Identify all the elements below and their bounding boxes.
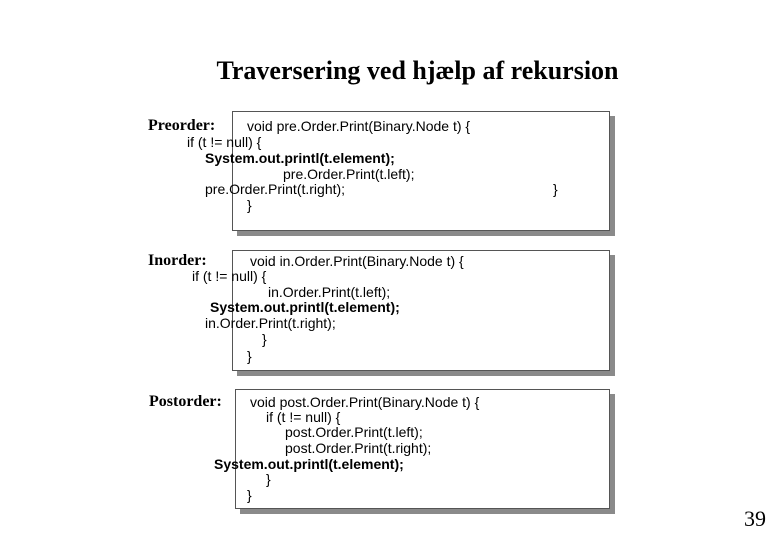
preorder-line-6: } (553, 181, 558, 197)
inorder-label: Inorder: (148, 252, 207, 269)
inorder-line-2: if (t != null) { (192, 268, 267, 284)
inorder-code-box (232, 250, 610, 371)
postorder-line-4: post.Order.Print(t.right); (285, 440, 432, 456)
preorder-line-3: System.out.printl(t.element); (205, 150, 395, 166)
postorder-label: Postorder: (149, 393, 222, 410)
slide-title: Traversering ved hjælp af rekursion (216, 56, 619, 85)
postorder-line-1: void post.Order.Print(Binary.Node t) { (250, 394, 480, 410)
preorder-label: Preorder: (148, 117, 216, 134)
postorder-code-box (235, 389, 610, 509)
inorder-line-3: in.Order.Print(t.left); (268, 284, 391, 300)
inorder-line-6: } (262, 331, 267, 347)
preorder-line-1: void pre.Order.Print(Binary.Node t) { (247, 118, 471, 134)
preorder-code-box (232, 111, 610, 231)
inorder-line-4: System.out.printl(t.element); (210, 299, 400, 315)
preorder-line-5: pre.Order.Print(t.right); (205, 181, 346, 197)
preorder-line-4: pre.Order.Print(t.left); (283, 166, 415, 182)
postorder-line-3: post.Order.Print(t.left); (285, 424, 423, 440)
inorder-line-1: void in.Order.Print(Binary.Node t) { (250, 253, 464, 269)
inorder-line-5: in.Order.Print(t.right); (205, 315, 336, 331)
postorder-line-5: System.out.printl(t.element); (214, 456, 404, 472)
preorder-line-2: if (t != null) { (187, 134, 262, 150)
inorder-line-7: } (247, 348, 252, 364)
page-number: 39 (744, 506, 766, 531)
postorder-line-7: } (247, 487, 252, 503)
postorder-line-6: } (266, 471, 271, 487)
preorder-line-7: } (247, 197, 252, 213)
postorder-line-2: if (t != null) { (266, 409, 341, 425)
